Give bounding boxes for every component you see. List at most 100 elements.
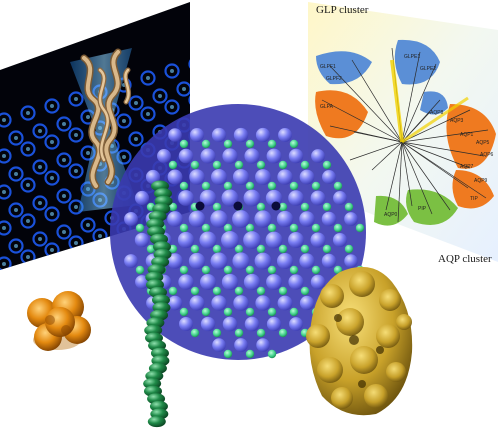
capsid-spike [168,202,178,212]
capsomer [321,211,337,227]
lattice-ring-center [194,62,198,66]
capsid-spike [179,265,189,275]
capsid-spike [190,328,200,338]
lattice-ring [8,238,24,254]
capsomer [134,232,150,248]
lattice-ring [44,98,60,114]
lattice-ring [0,256,12,270]
lattice-ring [44,170,60,186]
capsomer [222,316,238,332]
tree-branch [401,63,437,143]
capsid-spike [212,244,222,254]
capsomer [178,190,194,206]
capsid-spike [245,181,255,191]
tree-branch [371,141,403,171]
tree-leaf-label: GLPE1 [404,54,421,60]
capsid-spike [190,160,200,170]
capsid-spike [190,286,200,296]
lattice-ring [8,202,24,218]
lattice-ring [164,63,180,79]
capsomer [244,148,260,164]
capsomer [310,190,326,206]
capsomer [189,295,205,311]
capsomer [168,128,182,142]
tree-branch [351,59,403,143]
lattice-ring-center [122,155,126,159]
tree-branch [353,131,403,143]
tree-branch [401,141,433,215]
capsomer [190,128,204,142]
capsid-spike [267,265,277,275]
capsid-spike [245,223,255,233]
capsid-spike [355,223,365,233]
lattice-ring [20,213,36,229]
lattice-ring-center [26,111,30,115]
capsid-spike [267,349,277,359]
lattice-ring-center [182,87,186,91]
capsomer [221,231,239,249]
lattice-ring [152,88,168,104]
capsid-spike [333,223,343,233]
capsid-spike [289,265,299,275]
tree-leaf-label: AQP0 [384,212,398,218]
lattice-ring-center [50,140,54,144]
lattice-ring-center [146,112,150,116]
lattice-ring [68,91,84,107]
gold-particle-cavity [358,380,366,388]
tree-branch [401,111,431,143]
lattice-ring-center [86,115,90,119]
tree-branch [401,141,487,199]
lattice-ring-center [98,234,102,238]
tree-leaf-label: PIP [418,206,427,212]
capsid-spike [179,139,189,149]
highlight-ray-2 [401,96,469,144]
capsomer [277,295,293,311]
capsid-spike [289,307,299,317]
capsid-spike [245,307,255,317]
tree-leaf-label: GLPE2 [420,66,437,72]
capsid-spike [322,202,332,212]
capsomer [310,274,326,290]
lattice-ring-center [170,69,174,73]
capsid-spike [168,286,178,296]
lattice-ring-center [74,169,78,173]
capsid-spike [300,202,310,212]
capsomer [200,316,216,332]
lattice-ring-center [62,230,66,234]
capsid-spike [201,223,211,233]
capsid-spike [344,202,354,212]
lattice-ring-center [206,80,210,84]
lattice-ring [140,70,156,86]
capsomer [211,127,227,143]
lattice-ring-center [50,212,54,216]
capsomer [188,210,206,228]
lattice-ring-center [38,237,42,241]
capsid-spike [256,244,266,254]
capsid-spike [333,181,343,191]
capsid-spike [223,349,233,359]
tree-leaf-label: GLPA [320,104,333,110]
gold-particle-lobe [306,324,330,348]
capsid-spike [234,286,244,296]
helical-filament [143,180,173,428]
lattice-ring-center [146,76,150,80]
lattice-ring [56,224,72,240]
capsomer [299,169,315,185]
tree-branch [401,51,421,143]
capsid-pore [233,201,243,211]
lattice-ring [188,56,190,72]
capsid-spike [289,181,299,191]
lattice-ring-center [134,101,138,105]
clade-aqp0 [374,195,408,226]
lattice-ring [32,123,48,139]
lattice-ring-center [2,226,6,230]
capsomer [299,253,315,269]
capsomer [211,295,227,311]
lattice-ring-center [158,94,162,98]
aqp-cluster-label: AQP cluster [438,253,492,265]
capsomer [277,169,293,185]
capsid-spike [278,286,288,296]
lattice-ring [44,206,60,222]
tree-leaf-label: AQP9 [474,178,488,184]
gold-particle-lobe [364,384,388,408]
